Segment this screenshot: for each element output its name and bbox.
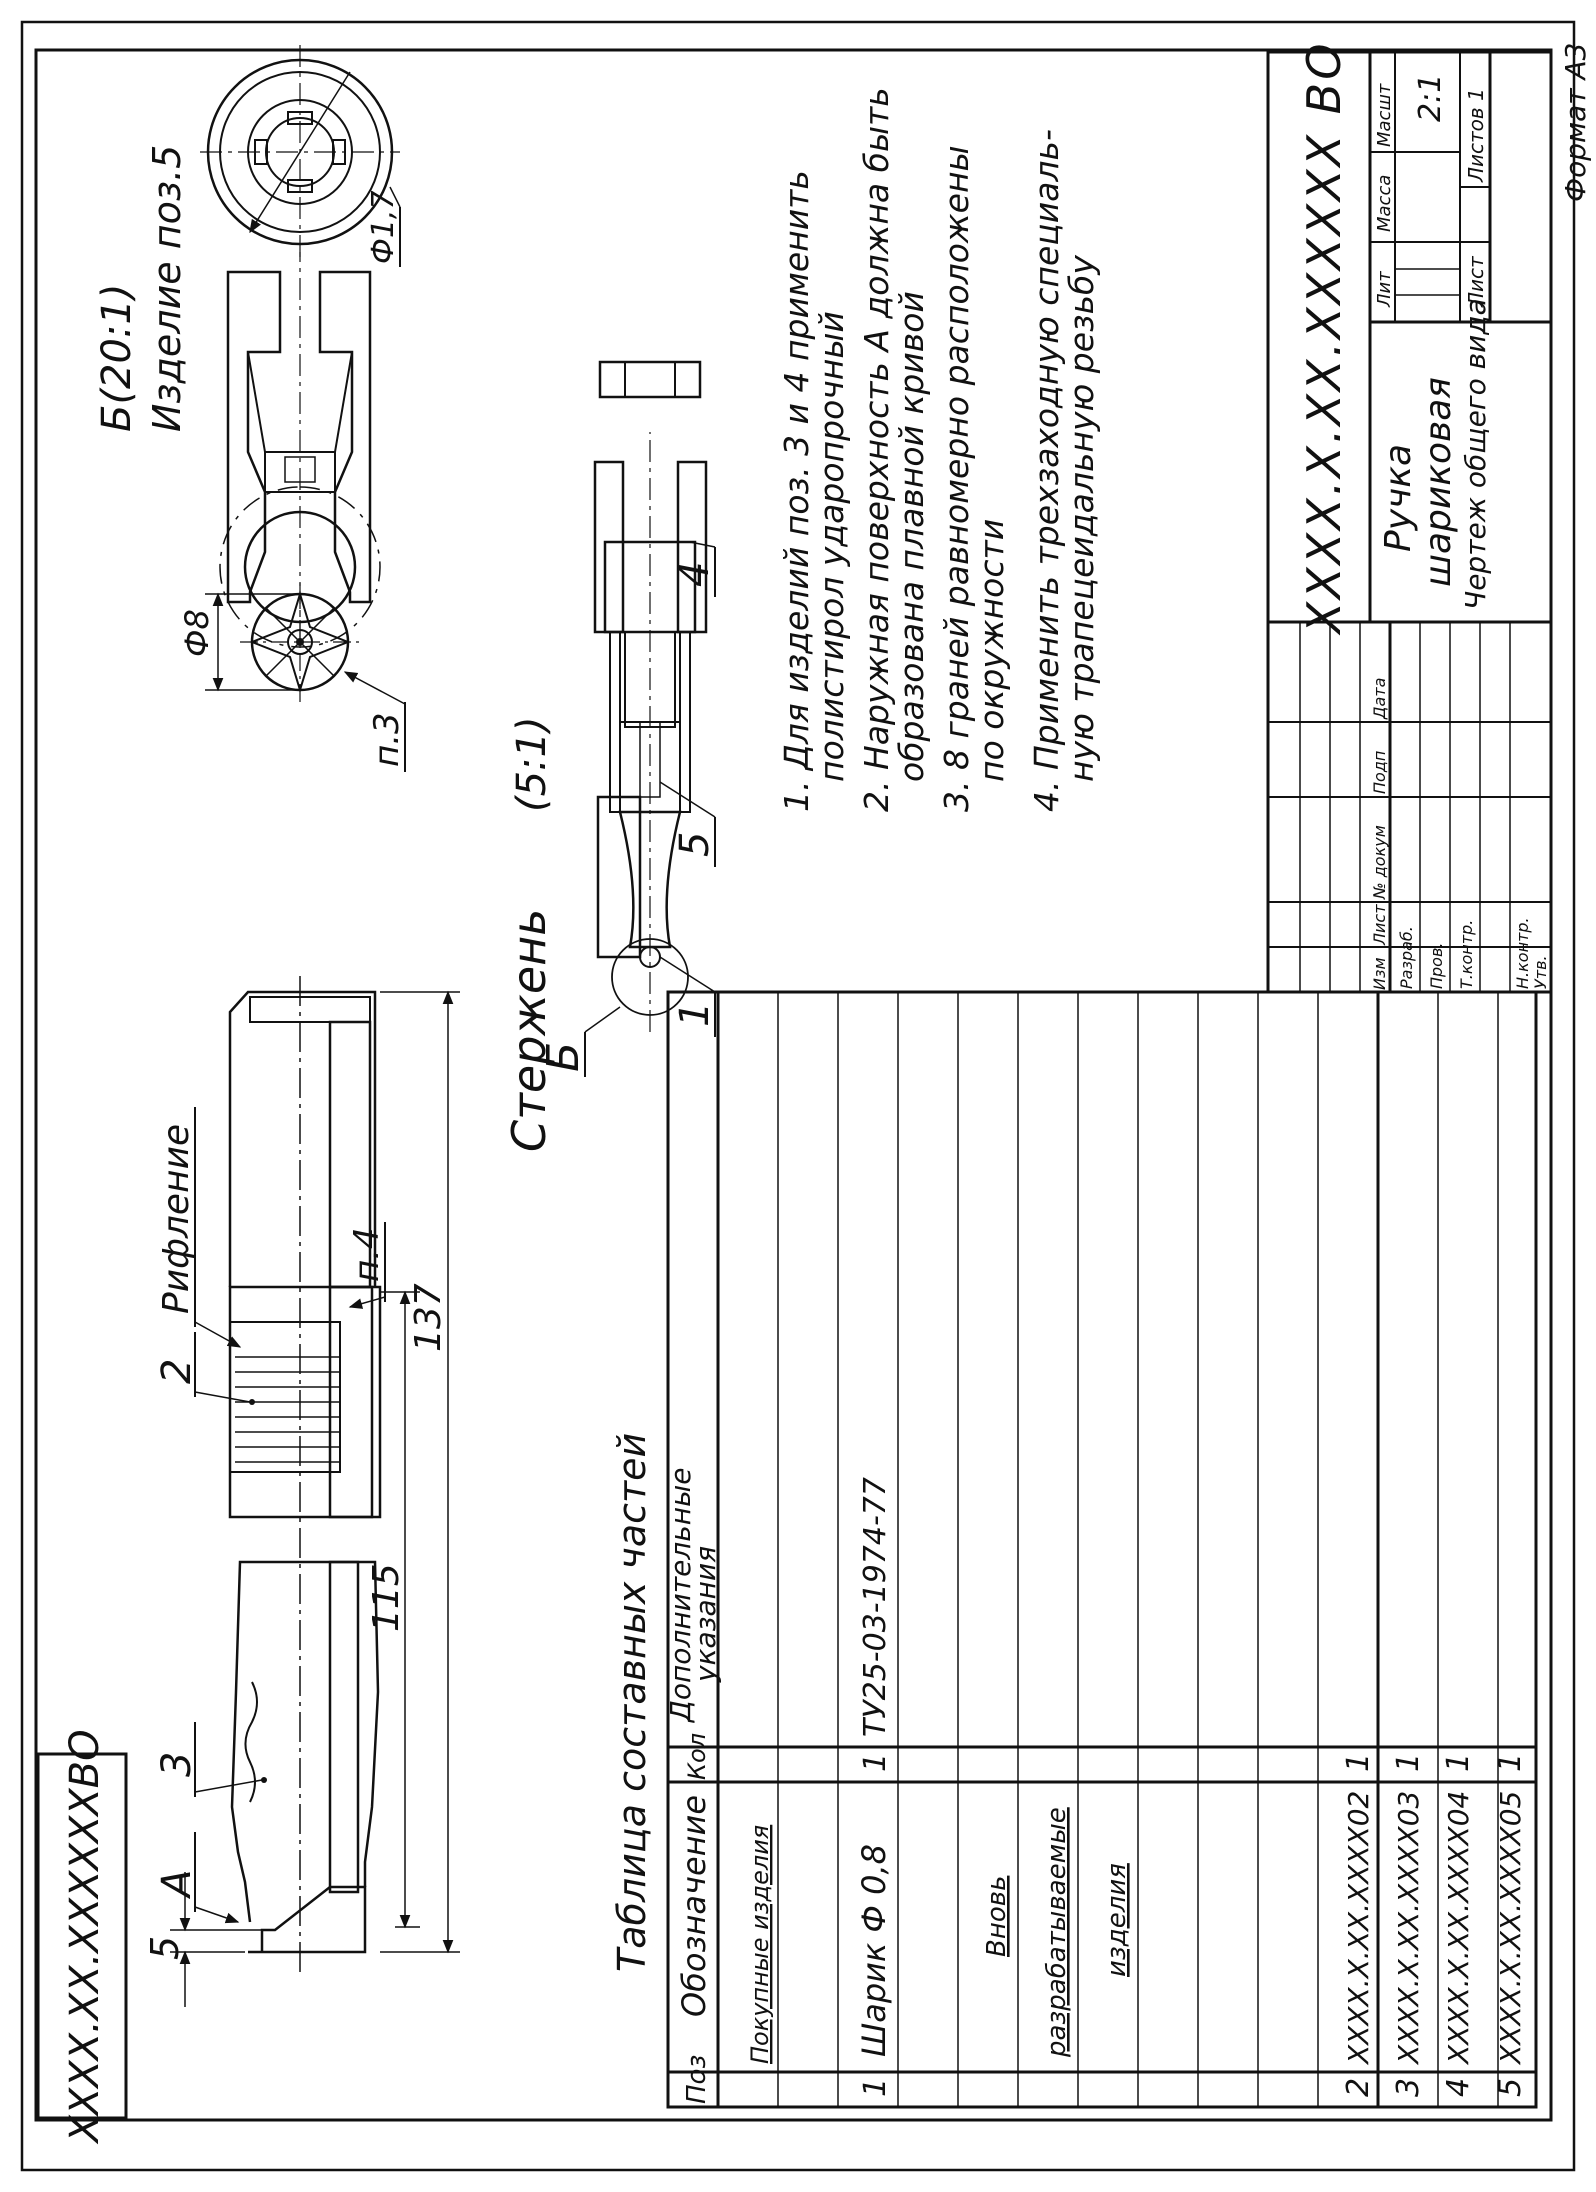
- tb-doc-type: Чертеж общего вида: [1459, 298, 1492, 610]
- title-block: Изм Лист № докум Подп Дата Разраб. Пров.…: [1266, 41, 1553, 994]
- label-4: 4: [672, 562, 718, 587]
- row-5-qty: 1: [1493, 1753, 1528, 1772]
- label-ribbing: Рифление: [156, 1124, 197, 1314]
- technical-notes: 1. Для изделий поз. 3 и 4 применить поли…: [777, 87, 1101, 812]
- detail-b-view: Б(20:1) Изделие поз.5 Ф1,7: [94, 42, 401, 648]
- tb-scale-header: Масшт: [1374, 83, 1395, 147]
- dim-115-label: 115: [366, 1563, 407, 1632]
- view-b-subtitle: Изделие поз.5: [145, 145, 189, 432]
- tb-col-sign: Подп: [1370, 751, 1389, 794]
- row-5-pos: 5: [1493, 2078, 1528, 2097]
- rod-title: Стержень: [502, 909, 556, 1152]
- inner-frame: [34, 48, 1553, 2122]
- parts-table-title: Таблица составных частей: [610, 1433, 654, 1972]
- tb-col-doc: № докум: [1370, 825, 1389, 900]
- row-ball-qty: 1: [858, 1753, 893, 1772]
- label-p3: п.3: [367, 712, 407, 767]
- label-2: 2: [154, 1359, 200, 1384]
- stamp-text: XXXX.XX.XXXXXXBO: [62, 1729, 108, 2144]
- row-4-qty: 1: [1441, 1753, 1476, 1772]
- tb-role-check: Пров.: [1427, 943, 1446, 990]
- section-new-line2: разрабатываемые: [1042, 1807, 1072, 2058]
- tb-col-date: Дата: [1370, 678, 1389, 720]
- row-2-designation: XXXX.X.XX.XXXX02: [1342, 1791, 1375, 2066]
- row-5-designation: XXXX.X.XX.XXXX05: [1494, 1791, 1527, 2066]
- label-b: Б: [538, 1042, 589, 1072]
- label-5: 5: [672, 832, 718, 857]
- section-new-line1: Вновь: [982, 1876, 1012, 1957]
- note-4-line1: 4. Применить трехзаходную специаль-: [1027, 129, 1066, 812]
- parts-table: Таблица составных частей Поз Обозначение…: [610, 990, 1538, 2109]
- section-purchased: Покупные изделия: [746, 1825, 774, 2064]
- octagon-section: Ф8 п.3: [178, 582, 407, 772]
- note-1-line2: полистирол ударопрочный: [812, 311, 851, 782]
- dim-phi8-label: Ф8: [178, 609, 216, 657]
- row-3-pos: 3: [1391, 2078, 1426, 2097]
- outer-border: [20, 20, 1576, 2172]
- col-designation-header: Обозначение: [675, 1795, 713, 2017]
- row-ball-designation: Шарик Ф 0,8: [855, 1844, 893, 2057]
- row-2-pos: 2: [1341, 2078, 1376, 2097]
- label-1: 1: [672, 1002, 718, 1027]
- label-a: A: [154, 1870, 200, 1900]
- tb-col-list: Лист: [1370, 904, 1389, 946]
- tb-role-dev: Разраб.: [1397, 926, 1416, 989]
- tb-mass: Масса: [1374, 175, 1395, 232]
- dim-137-label: 137: [408, 1283, 449, 1352]
- rod-view: Стержень (5:1) Б 1 5 4: [502, 360, 718, 1152]
- tb-col-izm: Изм: [1370, 957, 1389, 990]
- tb-sheet: Лист: [1464, 255, 1488, 308]
- row-ball-extra: ТУ25-03-1974-77: [858, 1477, 893, 1737]
- tb-lit: Лит: [1374, 271, 1395, 308]
- dim-5-label: 5: [143, 1936, 187, 1960]
- section-new-line3: изделия: [1102, 1863, 1132, 1977]
- row-3-qty: 1: [1391, 1753, 1426, 1772]
- view-b-title: Б(20:1): [94, 284, 140, 432]
- tb-name-line1: Ручка: [1378, 444, 1419, 552]
- note-2-line1: 2. Наружная поверхность А должна быть: [857, 87, 896, 812]
- col-pos-header: Поз: [682, 2055, 712, 2104]
- rod-scale: (5:1): [509, 716, 555, 812]
- row-3-designation: XXXX.X.XX.XXXX03: [1392, 1791, 1425, 2066]
- stamp-box: [36, 1752, 128, 2120]
- label-p4: п.4: [347, 1227, 387, 1282]
- tb-role-approve: Утв.: [1531, 955, 1550, 989]
- tb-sheets: Листов 1: [1464, 88, 1488, 183]
- tb-role-ncontr: Н.контр.: [1513, 917, 1532, 989]
- col-extra-header-line2: указания: [689, 1546, 722, 1683]
- note-2-line2: образована плавной кривой: [892, 291, 931, 782]
- row-ball-pos: 1: [858, 2078, 893, 2097]
- pen-view: 5 A 3 2 Рифление п.4 115 137: [143, 972, 460, 2007]
- note-3-line1: 3. 8 граней равномерно расположены: [937, 145, 976, 812]
- row-4-pos: 4: [1441, 2078, 1476, 2097]
- label-3: 3: [154, 1752, 200, 1777]
- row-2-qty: 1: [1341, 1753, 1376, 1772]
- note-4-line2: ную трапецеидальную резьбу: [1062, 255, 1101, 782]
- note-3-line2: по окружности: [972, 519, 1011, 782]
- format-label: Формат А3: [1559, 43, 1592, 202]
- tb-designation: XXXX.X.XX.XXXXXX BO: [1297, 41, 1351, 636]
- row-4-designation: XXXX.X.XX.XXXX04: [1442, 1791, 1475, 2066]
- note-1-line1: 1. Для изделий поз. 3 и 4 применить: [777, 170, 816, 812]
- col-qty-header: Кол: [683, 1733, 711, 1780]
- tb-role-tcontr: Т.контр.: [1457, 920, 1476, 989]
- tb-name-line2: шариковая: [1418, 377, 1459, 587]
- tb-scale-value: 2:1: [1413, 74, 1448, 122]
- pen-body-crosshatch: [328, 1560, 360, 1894]
- col-extra-header-line1: Дополнительные: [664, 1468, 697, 1724]
- dim-phi17-label: Ф1,7: [366, 190, 401, 264]
